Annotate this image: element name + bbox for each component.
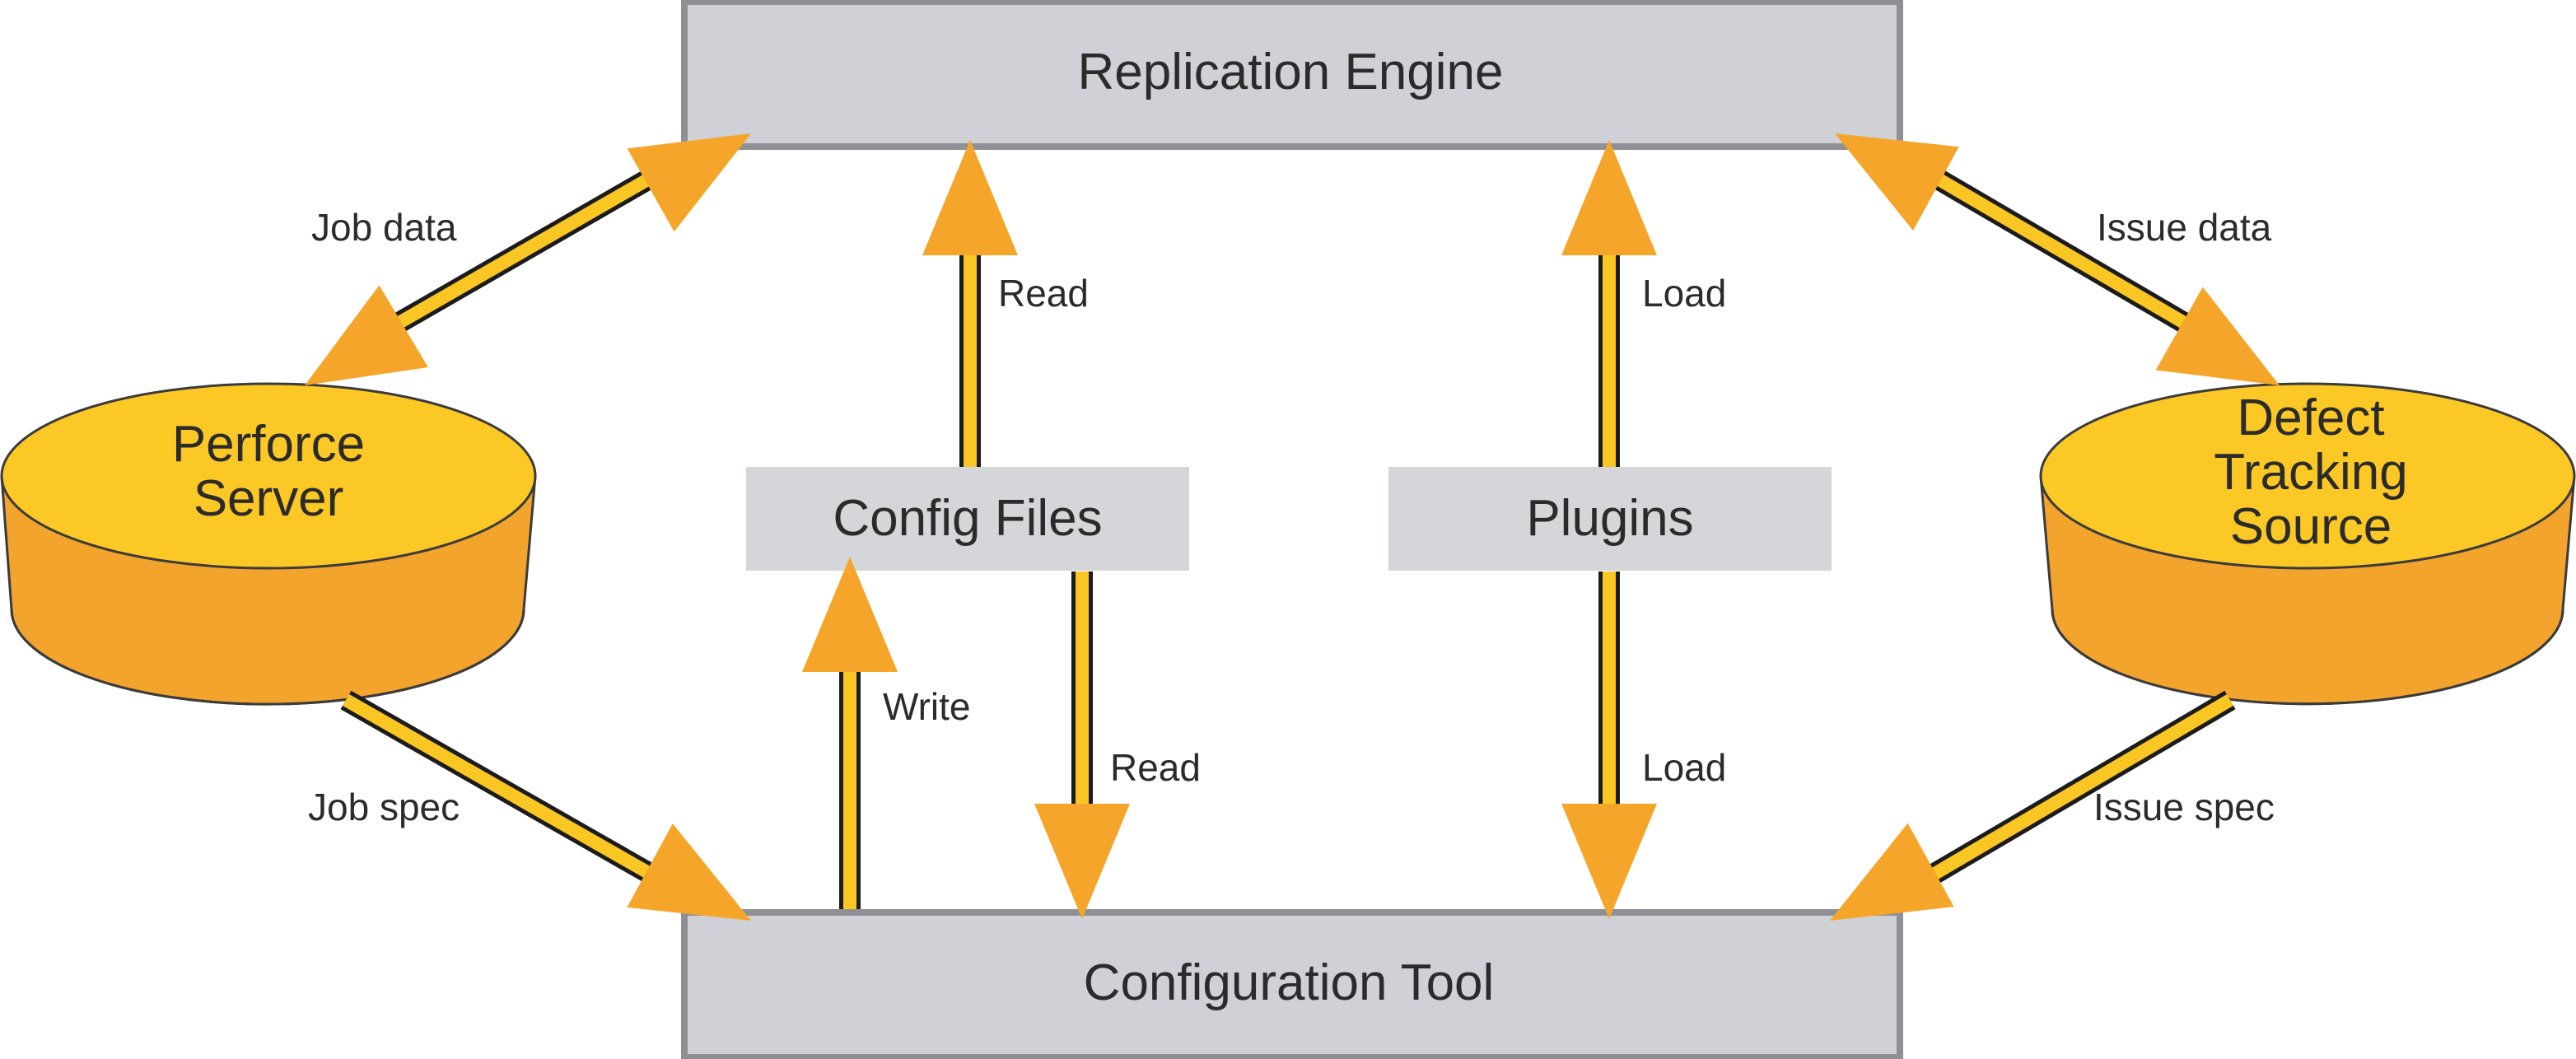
job-spec-label: Job spec [308,786,460,828]
defect-tracking-source-database: Defect Tracking Source [2039,382,2576,706]
issue-data-arrow-shaft [1888,143,2229,356]
issue-data-arrowhead-up [1835,133,1959,231]
plugins-label: Plugins [1526,490,1693,547]
config-read-up-label: Read [998,272,1089,315]
perforce-server-label-line-2: Server [194,470,344,527]
issue-spec-arrow-shaft [1888,690,2236,907]
plugins-load-down-arrowhead [1561,804,1657,919]
issue-data-label: Issue data [2097,206,2272,249]
issue-spec-label: Issue spec [2093,786,2275,828]
config-write-label: Write [883,685,971,728]
replication-engine-label: Replication Engine [1077,44,1503,100]
perforce-server-database: Perforce Server [0,382,537,706]
perforce-server-label-line-1: Perforce [172,416,365,473]
arrows-layer [305,133,2280,921]
plugins-box: Plugins [1388,467,1832,571]
config-files-label: Config Files [833,490,1102,547]
job-data-arrow-shaft [353,143,699,356]
issue-spec-arrowhead [1830,823,1954,921]
job-data-label: Job data [311,206,457,249]
issue-data-arrowhead-down [2155,287,2280,385]
configuration-tool-label: Configuration Tool [1084,954,1495,1011]
config-files-box: Config Files [746,467,1189,571]
config-read-up-arrowhead [922,140,1018,255]
config-read-down-label: Read [1110,746,1201,789]
job-spec-arrowhead [627,823,751,921]
replication-engine-box: Replication Engine [681,0,1903,150]
defect-tracking-label-line-1: Defect [2237,390,2384,446]
config-read-down-arrowhead [1034,804,1130,919]
plugins-load-up-arrowhead [1561,140,1657,255]
defect-tracking-label-line-3: Source [2230,498,2392,555]
job-spec-arrow-shaft [340,690,698,907]
job-data-arrowhead-down [305,285,428,385]
config-write-arrowhead [802,557,898,672]
plugins-load-up-label: Load [1642,272,1726,315]
defect-tracking-label-line-2: Tracking [2214,444,2407,501]
job-data-arrowhead-up [627,133,751,232]
plugins-load-down-label: Load [1642,746,1726,789]
configuration-tool-box: Configuration Tool [681,909,1903,1059]
